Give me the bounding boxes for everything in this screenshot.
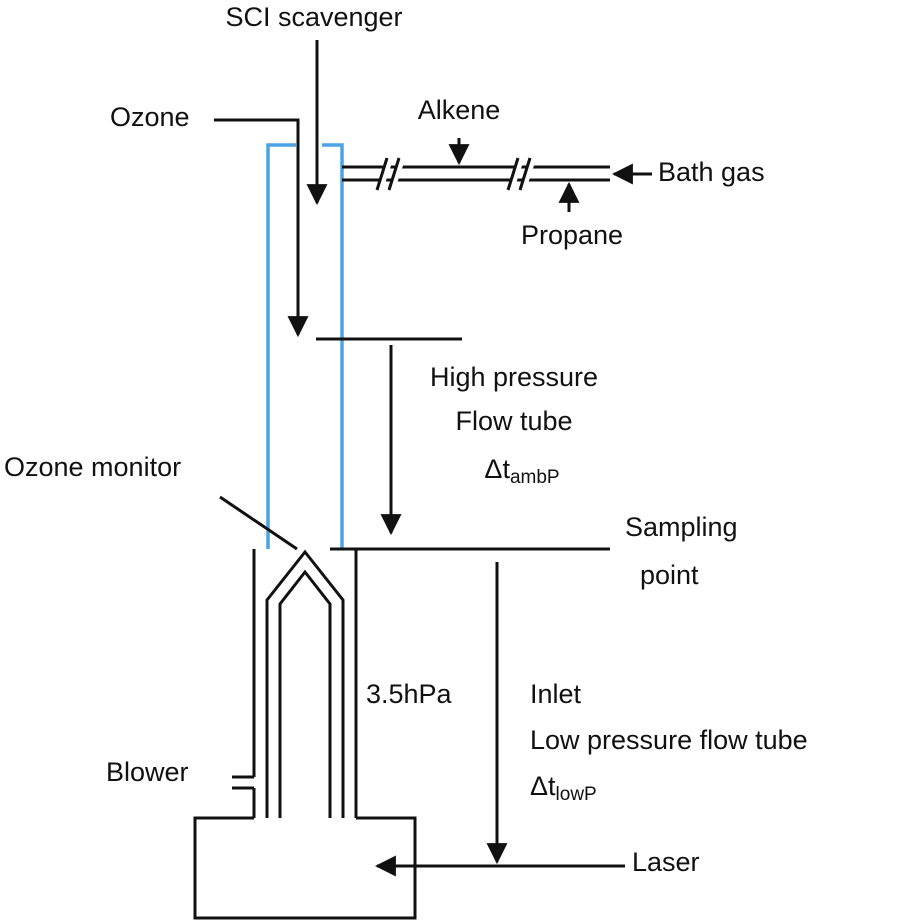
ozone-monitor-pointer [219,495,298,551]
detection-chamber [193,816,417,920]
delta-t-low-label: ΔtlowP [530,771,597,805]
alkene-label: Alkene [417,95,501,125]
blower-port [232,775,254,790]
point-label: point [640,560,699,590]
low-pressure-label: Low pressure flow tube [530,725,808,755]
inlet-label: Inlet [530,679,582,709]
pressure-label: 3.5hPa [366,679,452,709]
flow-tube-label: Flow tube [455,406,573,436]
bath-gas-label: Bath gas [658,157,765,187]
sci-scavenger-label: SCI scavenger [225,2,403,32]
bath-gas-line [342,157,610,191]
high-pressure-label: High pressure [429,362,599,392]
laser-label: Laser [632,847,700,877]
delta-t-ambient-label: ΔtambP [484,454,560,488]
ozone-monitor-label: Ozone monitor [4,452,182,482]
tube-left-wall [266,143,296,549]
low-pressure-tube [252,549,358,818]
tube-right-wall [322,143,344,549]
ozone-injector-arrow [214,118,309,338]
ozone-label: Ozone [110,102,190,132]
high-pressure-tube [266,143,344,549]
propane-label: Propane [520,220,624,250]
sampling-label: Sampling [625,512,738,542]
blower-label: Blower [106,757,189,787]
